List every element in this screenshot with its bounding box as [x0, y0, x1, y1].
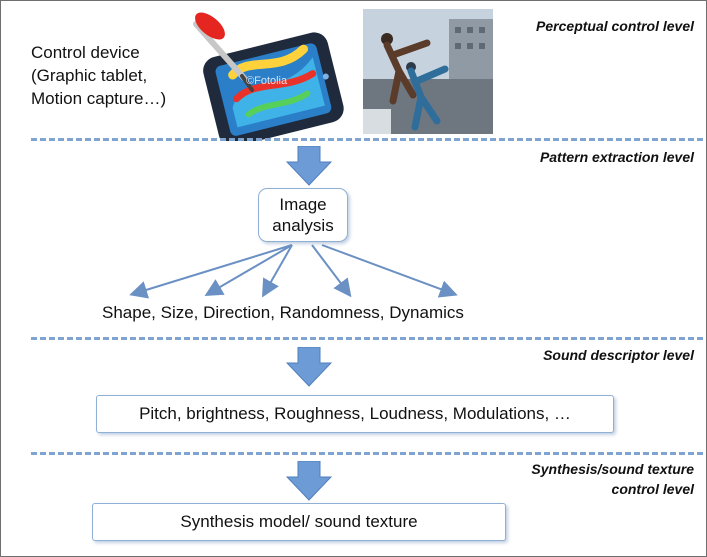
level-label-perceptual: Perceptual control level [536, 18, 694, 34]
connector-to-shape [129, 244, 293, 299]
synthesis-model-box: Synthesis model/ sound texture [92, 503, 506, 541]
connector-to-dynamics [321, 244, 458, 298]
divider-3 [31, 452, 703, 455]
sound-descriptors-text: Pitch, brightness, Roughness, Loudness, … [139, 404, 571, 423]
motion-capture-image [363, 9, 493, 134]
down-arrow-1 [286, 146, 332, 186]
down-arrow-2 [286, 347, 332, 387]
connector-to-direction [262, 244, 293, 298]
image-analysis-line1: Image [279, 195, 327, 214]
image-analysis-box: Image analysis [258, 188, 348, 242]
sound-descriptors-box: Pitch, brightness, Roughness, Loudness, … [96, 395, 614, 433]
image-analysis-line2: analysis [272, 216, 334, 235]
tablet-watermark: ©Fotolia [246, 75, 288, 87]
level-label-synthesis-line1: Synthesis/sound texture [531, 461, 694, 477]
level-label-synthesis: Synthesis/sound texture control level [531, 459, 694, 499]
level-label-synthesis-line2: control level [611, 481, 694, 497]
level-label-sound-descriptor: Sound descriptor level [543, 347, 694, 363]
control-device-line1: Control device [31, 43, 140, 62]
control-device-line2: (Graphic tablet, [31, 66, 148, 85]
divider-2 [31, 337, 703, 340]
connector-to-size [204, 244, 293, 297]
control-device-label: Control device (Graphic tablet, Motion c… [31, 41, 166, 110]
divider-1 [31, 138, 703, 141]
graphic-tablet-image: ©Fotolia [186, 6, 346, 141]
pattern-features-text: Shape, Size, Direction, Randomness, Dyna… [102, 303, 464, 322]
connector-to-randomness [311, 244, 352, 298]
level-label-pattern: Pattern extraction level [539, 149, 694, 165]
down-arrow-3 [286, 461, 332, 501]
control-device-line3: Motion capture…) [31, 89, 167, 108]
synthesis-model-text: Synthesis model/ sound texture [180, 512, 418, 531]
